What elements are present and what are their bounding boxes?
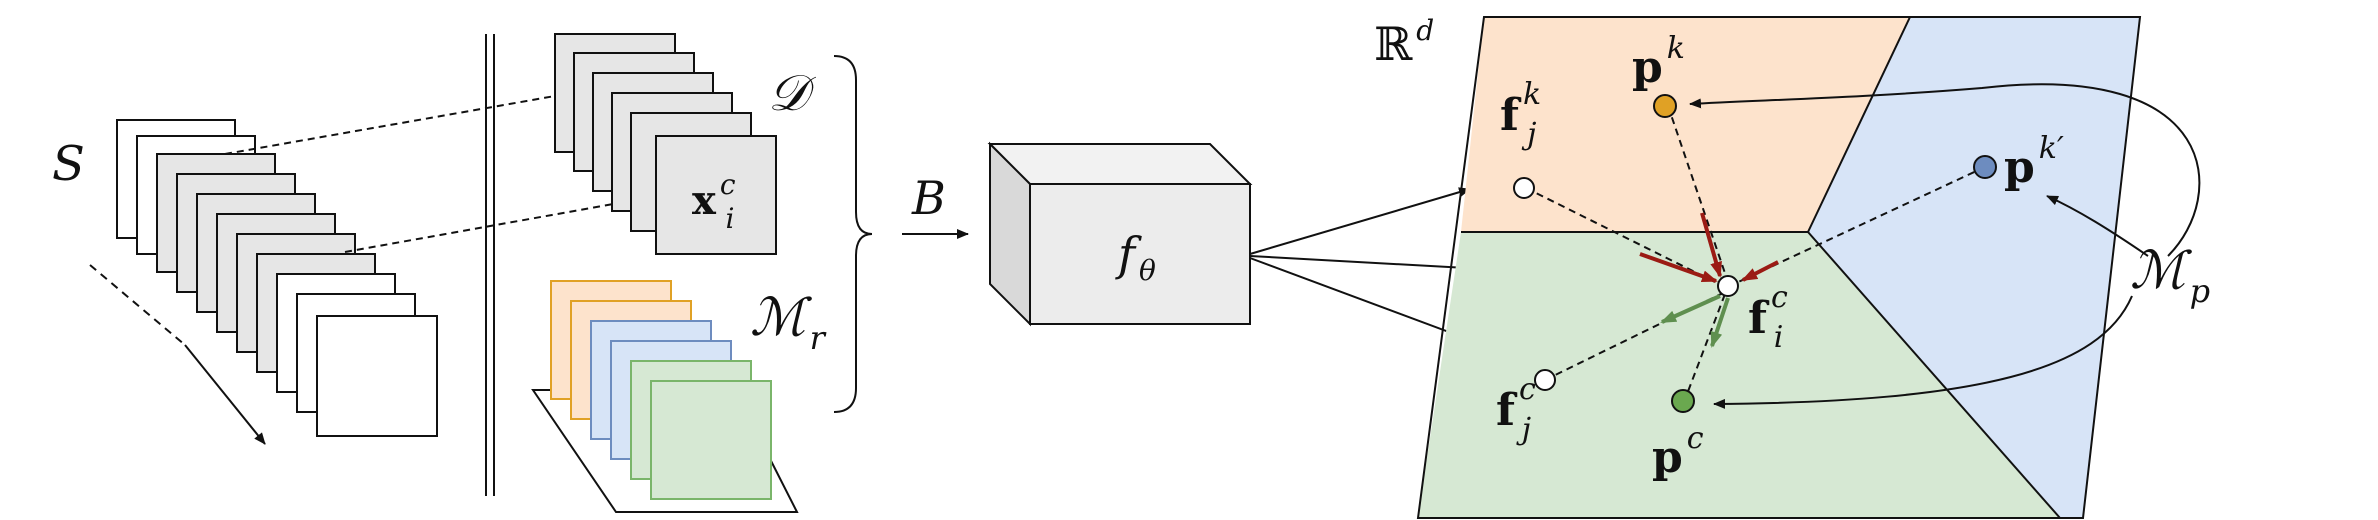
time-axis-arrow <box>184 344 266 445</box>
memory-r-label-sub: r <box>810 319 827 357</box>
feature-fic-label-sub: i <box>1774 320 1784 355</box>
sample-label: x c i <box>692 168 740 235</box>
memory-r-label-main: ℳ <box>750 288 812 348</box>
memory-p-arrow-to-pkprime <box>2046 195 2149 257</box>
pull-arrow-to-pc <box>1710 297 1730 348</box>
feature-fjc-label-main: f <box>1496 385 1518 436</box>
embedding-space <box>1416 16 2142 519</box>
feature-fic-label-main: f <box>1748 293 1770 344</box>
prototype-pkprime-label-main: p <box>2004 142 2035 193</box>
prototype-pc-label: p c <box>1652 421 1704 483</box>
prototype-pkprime-point <box>1973 155 1997 179</box>
prototype-pk-label-sup: k <box>1667 31 1685 66</box>
feature-fjc-label-sup: c <box>1519 372 1536 407</box>
push-arrow-from-pk <box>1700 212 1722 278</box>
memory-p-arrow-to-pk <box>1689 83 2201 257</box>
prototype-pk-label-main: p <box>1632 42 1663 93</box>
memory-r-label: ℳ r <box>750 288 827 357</box>
feature-fic-label-sup: c <box>1771 280 1788 315</box>
region-c <box>1418 232 2060 518</box>
encoder-block <box>987 141 1253 327</box>
prototype-pkprime-label-sup: k′ <box>2039 131 2064 166</box>
sample-label-sup: c <box>720 168 736 201</box>
sample-label-main: x <box>692 177 717 224</box>
feature-fjk-label-sup: k <box>1523 77 1541 112</box>
batch-label: B <box>911 171 946 225</box>
feature-fjk-point <box>1513 177 1535 199</box>
time-axis-dashed <box>89 264 186 346</box>
batch-brace <box>833 55 873 413</box>
boundary-c-kprime <box>1807 231 2061 519</box>
sequence-label: S <box>52 136 85 192</box>
feature-fic-label: f c i <box>1748 280 1792 355</box>
feature-fic-point <box>1717 275 1739 297</box>
prototype-pc-point <box>1671 389 1695 413</box>
boundary-k-kprime <box>1807 16 1911 233</box>
dataset-label: 𝒟 <box>768 64 817 122</box>
space-outline <box>1416 16 2142 519</box>
prototype-pk-label: p k <box>1632 31 1685 93</box>
region-kprime <box>1808 17 2140 518</box>
space-label-main: ℝ <box>1374 17 1413 71</box>
sample-label-sub: i <box>726 202 735 235</box>
projection-line-bottom <box>344 195 659 253</box>
dash-fjc-fic <box>1544 292 1724 381</box>
space-label: ℝ d <box>1374 14 1434 71</box>
projection-line-top <box>224 95 556 155</box>
prototype-pk-point <box>1653 94 1677 118</box>
pull-arrow-to-fjc <box>1660 294 1721 324</box>
memory-r-stack <box>550 280 772 500</box>
prototype-pc-label-main: p <box>1652 432 1683 483</box>
push-arrow-from-fjk <box>1639 252 1718 283</box>
dash-pc-fic <box>1683 293 1726 403</box>
feature-fjk-label-main: f <box>1500 90 1522 141</box>
memory-p-arrow-to-pc <box>1713 295 2133 409</box>
encoder-arrow-to-fjk <box>1249 187 1471 255</box>
push-arrow-from-pkprime <box>1741 260 1779 282</box>
encoder-label-sub: θ <box>1139 254 1156 287</box>
feature-fjc-point <box>1534 369 1556 391</box>
prototype-pkprime-label: p k′ <box>2004 131 2064 193</box>
dataset-stack <box>554 33 777 255</box>
sequence-stack <box>116 119 438 437</box>
space-label-sup: d <box>1416 14 1434 47</box>
dash-pk-fic <box>1667 105 1729 283</box>
feature-fjk-label: f k j <box>1500 77 1545 152</box>
memory-p-label-sub: p <box>2190 272 2210 310</box>
prototype-pc-label-sup: c <box>1687 421 1704 456</box>
region-k <box>1461 17 1910 232</box>
